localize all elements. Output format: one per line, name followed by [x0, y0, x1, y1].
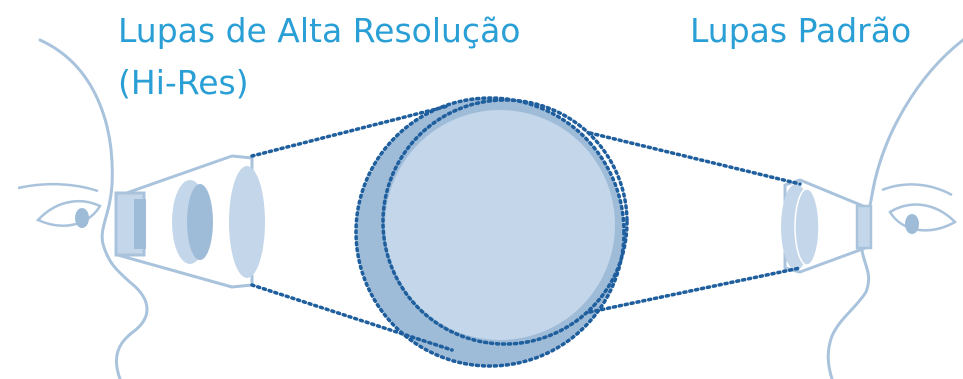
standard-eyepiece: [855, 204, 873, 250]
right-eye-outline: [888, 203, 958, 232]
standard-field-of-view-circle: [385, 110, 615, 340]
hires-lens-mid-front: [187, 184, 213, 260]
right-eye-lid: [881, 183, 953, 197]
hires-objective-lens: [229, 166, 265, 278]
left-eye-outline: [35, 199, 102, 227]
left-face-profile: [38, 38, 149, 379]
left-eye-lid: [17, 182, 99, 193]
hires-label-line1: Lupas de Alta Resolução: [118, 11, 521, 50]
right-eye-iris: [905, 214, 919, 234]
hires-sight-line-bottom: [250, 283, 454, 352]
hires-field-of-view-outline: [354, 96, 626, 368]
right-face-profile: [826, 38, 963, 379]
standard-sight-line-bottom: [588, 266, 802, 314]
hires-sight-line-top: [250, 104, 450, 158]
standard-sight-line-top: [588, 131, 802, 186]
standard-field-of-view-outline: [381, 98, 629, 346]
hires-eyepiece-inner: [134, 199, 146, 249]
standard-label: Lupas Padrão: [690, 11, 912, 50]
standard-objective-lens-front: [794, 188, 820, 266]
left-eye-iris: [75, 208, 89, 228]
hires-label-line2: (Hi-Res): [118, 63, 249, 102]
